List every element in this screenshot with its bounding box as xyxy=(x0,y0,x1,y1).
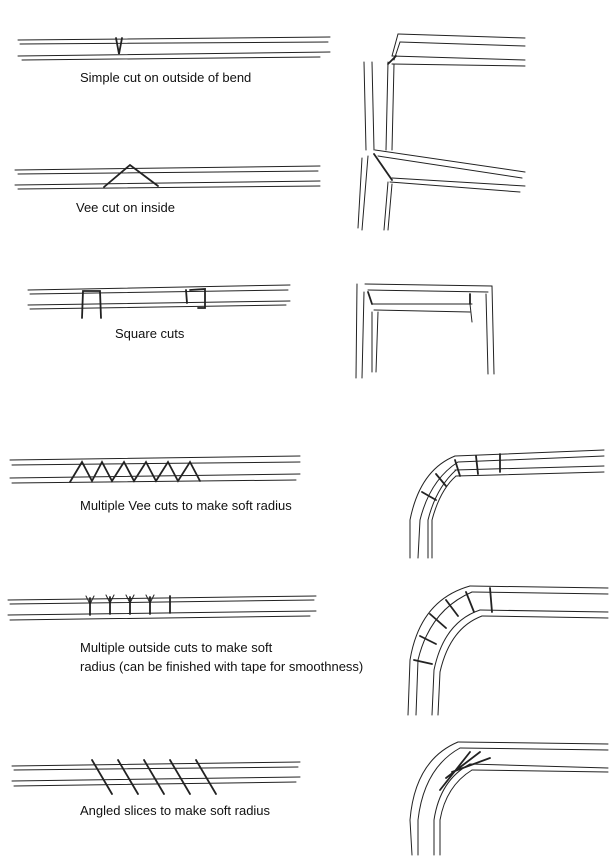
label-angled-slices: Angled slices to make soft radius xyxy=(80,803,271,818)
corner-vee-cut xyxy=(357,149,526,231)
strip-simple-cut xyxy=(17,36,331,61)
strip-square-cuts xyxy=(27,284,291,319)
strip-angled-slices xyxy=(11,759,301,795)
corner-multiple-vee xyxy=(409,449,605,559)
corner-square-cuts xyxy=(355,283,495,379)
label-multiple-outside-line2: radius (can be finished with tape for sm… xyxy=(80,659,364,674)
strip-multiple-vee xyxy=(9,455,301,484)
label-multiple-vee: Multiple Vee cuts to make soft radius xyxy=(80,498,292,513)
corner-simple-cut xyxy=(363,33,526,151)
corner-multiple-outside xyxy=(407,585,609,716)
corner-angled-slices xyxy=(409,741,609,856)
strip-vee-cut xyxy=(14,163,321,190)
label-multiple-outside-line1: Multiple outside cuts to make soft xyxy=(80,640,273,655)
label-square-cuts: Square cuts xyxy=(115,326,185,341)
strip-multiple-outside xyxy=(7,594,317,621)
label-vee-cut: Vee cut on inside xyxy=(76,200,176,215)
label-simple-cut: Simple cut on outside of bend xyxy=(80,70,252,85)
